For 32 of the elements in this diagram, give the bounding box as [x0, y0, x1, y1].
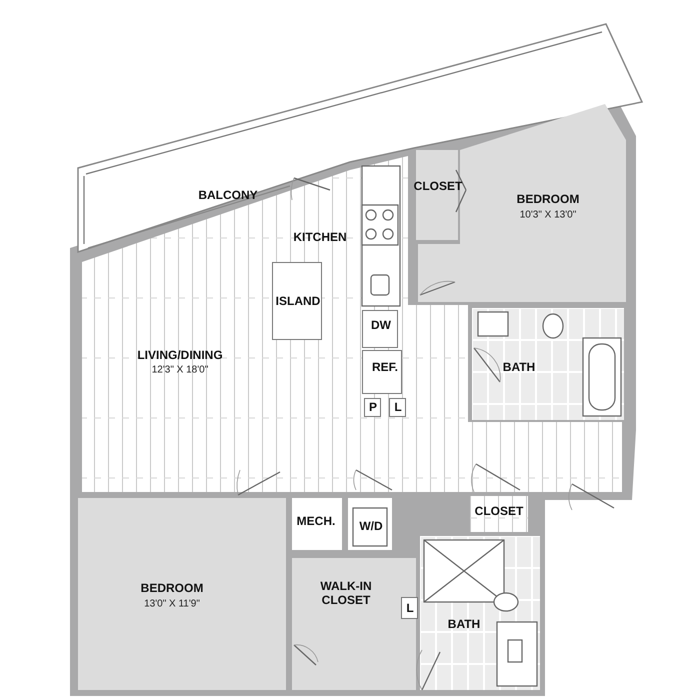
closet-area	[470, 496, 528, 532]
room-label: L	[406, 602, 414, 616]
laundry-area	[348, 498, 392, 550]
room-label: WALK-IN CLOSET	[319, 580, 373, 608]
dimension-label: 13'0" X 11'9"	[144, 598, 200, 610]
room-label: CLOSET	[474, 505, 524, 519]
room-label: ISLAND	[276, 295, 320, 309]
room-label: BALCONY	[198, 189, 258, 203]
room-label: CLOSET	[414, 180, 462, 194]
refrigerator-area	[362, 350, 402, 394]
dishwasher-area	[362, 310, 398, 348]
mechanical-room	[292, 498, 342, 550]
room-label: W/D	[359, 520, 383, 534]
pantry-area	[364, 398, 381, 417]
island-counter	[272, 262, 322, 340]
room-label: BEDROOM	[140, 582, 204, 596]
dimension-label: 10'3" X 13'0"	[520, 210, 576, 220]
room-label: MECH.	[296, 515, 336, 529]
room-label: BEDROOM	[516, 193, 580, 207]
room-label: P	[369, 401, 377, 415]
dimension-label: 12'3" X 18'0"	[152, 364, 208, 376]
room-label: BATH	[448, 618, 480, 632]
room-label: LIVING/DINING	[137, 349, 223, 363]
room-label: DW	[371, 319, 391, 333]
room-label: KITCHEN	[293, 231, 347, 245]
linen-closet-area	[401, 597, 418, 619]
bedroom-floor	[78, 498, 286, 690]
walk-in-closet-floor	[292, 558, 416, 690]
room-label: BATH	[502, 361, 536, 375]
linen-closet-area	[389, 398, 406, 417]
room-label: REF.	[372, 361, 398, 375]
room-label: L	[394, 401, 402, 415]
